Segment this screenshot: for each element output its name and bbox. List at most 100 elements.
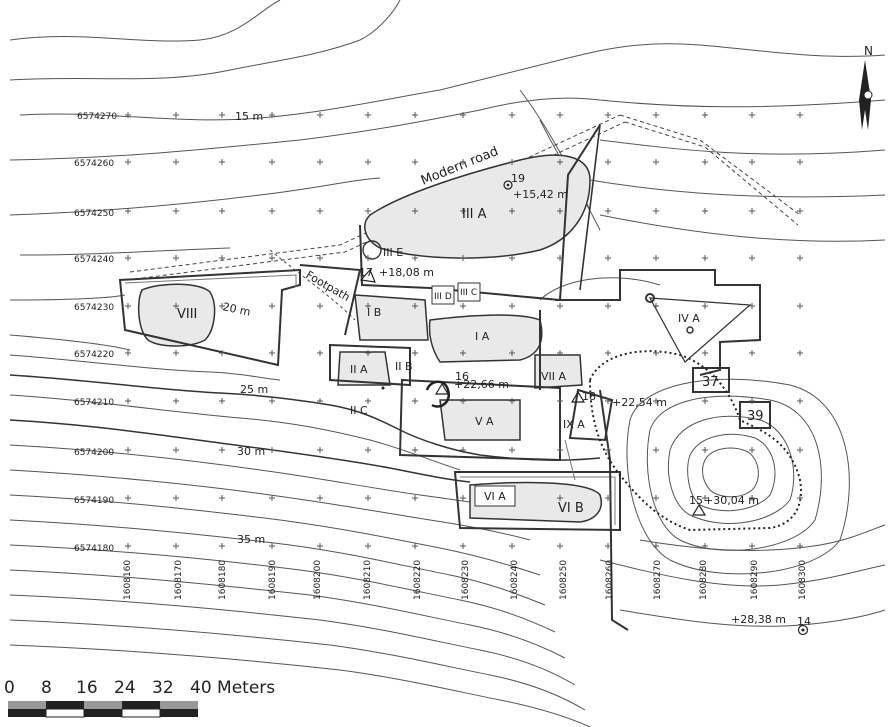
grid-cross (749, 447, 755, 453)
grid-cross (460, 447, 466, 453)
point-number: 19 (511, 172, 525, 185)
area-IA-shape (428, 314, 543, 363)
area-VA-shape (439, 399, 521, 441)
grid-cross (605, 255, 611, 261)
survey-markers (359, 180, 809, 636)
northing-tick: 6574270 (77, 112, 117, 122)
grid-cross (125, 350, 131, 356)
grid-cross (460, 303, 466, 309)
grid-cross (219, 112, 225, 118)
elevation-30m: 30 m (237, 445, 265, 458)
grid-cross (317, 112, 323, 118)
grid-cross (460, 543, 466, 549)
grid-cross (173, 208, 179, 214)
grid-cross (219, 543, 225, 549)
dotted-boundary (588, 350, 802, 532)
area-label: VI B (558, 501, 584, 516)
easting-tick: 1608290 (750, 560, 760, 600)
easting-tick: 1608250 (559, 560, 569, 600)
grid-cross (653, 543, 659, 549)
elevation-15m: 15 m (235, 110, 263, 123)
grid-cross (797, 543, 803, 549)
grid-cross (412, 255, 418, 261)
grid-cross (269, 112, 275, 118)
grid-cross (702, 208, 708, 214)
box-37-outline (692, 367, 730, 393)
grid-cross (412, 208, 418, 214)
easting-tick: 1608270 (653, 560, 663, 600)
grid-cross (702, 255, 708, 261)
grid-cross (317, 350, 323, 356)
grid-cross (125, 398, 131, 404)
easting-tick: 1608280 (699, 560, 709, 600)
grid-cross (653, 447, 659, 453)
grid-cross (797, 303, 803, 309)
grid-cross (702, 303, 708, 309)
grid-cross (605, 159, 611, 165)
grid-cross (219, 255, 225, 261)
northing-tick: 6574220 (74, 350, 114, 360)
grid-cross (269, 495, 275, 501)
grid-cross (702, 543, 708, 549)
area-label: II A (350, 363, 368, 376)
grid-cross (605, 543, 611, 549)
grid-cross (797, 159, 803, 165)
grid-cross (125, 208, 131, 214)
area-VIIA-shape (534, 354, 583, 389)
grid-cross (125, 159, 131, 165)
grid-cross (219, 495, 225, 501)
north-arrow: N (859, 44, 873, 130)
grid-cross (797, 112, 803, 118)
grid-cross (749, 543, 755, 549)
grid-cross (269, 398, 275, 404)
grid-cross (125, 255, 131, 261)
grid-cross (749, 398, 755, 404)
point-number: 17 (359, 266, 373, 279)
grid-cross (125, 112, 131, 118)
grid-cross (460, 112, 466, 118)
grid-cross (317, 303, 323, 309)
trench-outlines (118, 124, 771, 631)
grid-cross (605, 208, 611, 214)
grid-cross (605, 303, 611, 309)
grid-cross (317, 543, 323, 549)
point-labels: 19 +15,42 m 17 +18,08 m 16 +22,66 m 18 +… (359, 172, 811, 628)
grid-cross (749, 495, 755, 501)
grid-cross (702, 350, 708, 356)
easting-tick: 1608180 (218, 560, 228, 600)
point-number: 14 (797, 615, 811, 628)
area-label: III D (434, 292, 452, 302)
grid-cross (412, 543, 418, 549)
grid-cross (797, 350, 803, 356)
easting-axis: 1608160 1608170 1608180 1608190 1608200 … (123, 560, 808, 600)
point-elevation: +28,38 m (731, 613, 786, 626)
grid-cross (605, 495, 611, 501)
grid-cross (173, 112, 179, 118)
grid-cross (509, 398, 515, 404)
grid-cross (557, 543, 563, 549)
northing-tick: 6574230 (74, 303, 114, 313)
area-IIIA-shape (364, 154, 591, 259)
grid-cross (365, 447, 371, 453)
grid-cross (797, 255, 803, 261)
area-label: IX A (563, 418, 585, 431)
northing-tick: 6574240 (74, 255, 114, 265)
northing-tick: 6574260 (74, 159, 114, 169)
grid-cross (365, 398, 371, 404)
grid-cross (219, 398, 225, 404)
grid-cross (269, 255, 275, 261)
easting-tick: 1608230 (461, 560, 471, 600)
scale-tick: 0 (4, 678, 15, 698)
area-label: 39 (747, 409, 764, 424)
grid-cross (605, 447, 611, 453)
easting-tick: 1608190 (268, 560, 278, 600)
footpath (269, 249, 356, 321)
area-label: III A (462, 207, 487, 222)
grid-cross (125, 543, 131, 549)
point-elevation: +15,42 m (513, 188, 568, 201)
grid-cross (269, 303, 275, 309)
easting-tick: 1608200 (313, 560, 323, 600)
grid-cross (365, 350, 371, 356)
